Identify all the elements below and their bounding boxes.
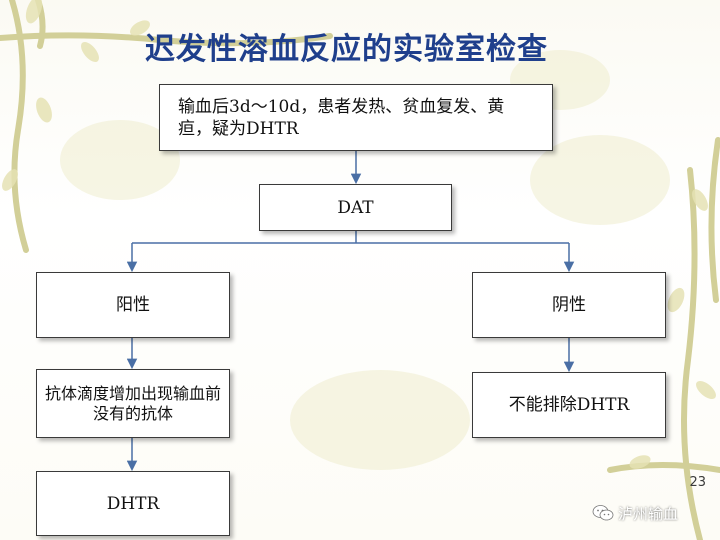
watermark-text: 泸州输血 [618,504,679,523]
node-start-text: 输血后3d～10d，患者发热、贫血复发、黄疸，疑为DHTR [178,96,505,139]
node-antibody-text: 抗体滴度增加出现输血前没有的抗体 [45,383,222,423]
node-dat-text: DAT [337,197,374,218]
node-start: 输血后3d～10d，患者发热、贫血复发、黄疸，疑为DHTR [159,84,553,151]
node-negative-text: 阴性 [552,295,586,315]
node-antibody: 抗体滴度增加出现输血前没有的抗体 [36,369,230,438]
node-cannot-exclude: 不能排除DHTR [472,372,666,438]
node-positive: 阳性 [36,272,230,338]
slide-title: 迟发性溶血反应的实验室检查 [145,32,548,67]
node-negative: 阴性 [472,272,666,338]
node-dat: DAT [259,184,452,231]
node-positive-text: 阳性 [116,295,150,315]
page-number: 23 [689,475,706,490]
watermark: 泸州输血 [592,500,718,526]
node-dhtr: DHTR [36,471,230,536]
node-dhtr-text: DHTR [106,493,160,514]
wechat-icon [592,505,614,521]
node-cannot-exclude-text: 不能排除DHTR [508,395,630,415]
